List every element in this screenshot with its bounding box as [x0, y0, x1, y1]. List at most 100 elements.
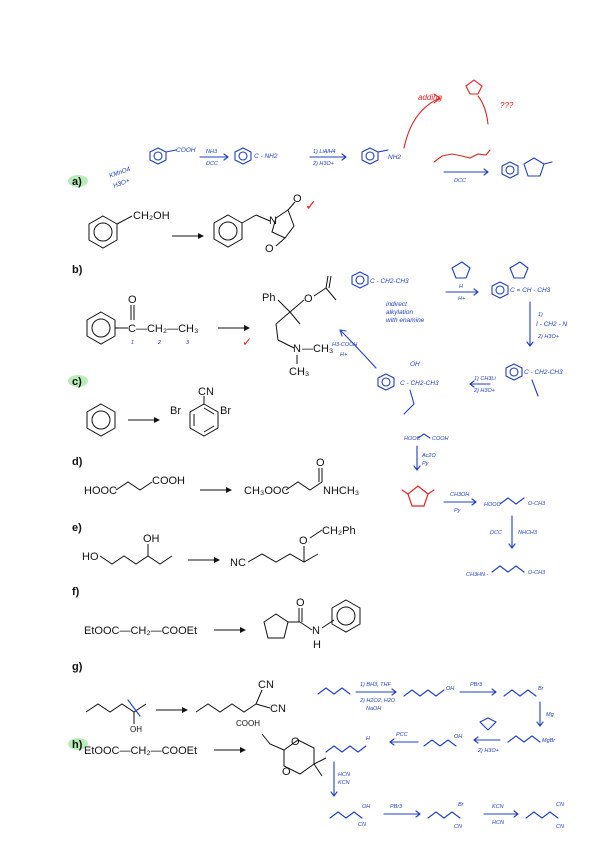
svg-text:N: N — [293, 343, 301, 355]
svg-text:CH3OH: CH3OH — [450, 492, 469, 498]
svg-text:1) BH3, THF: 1) BH3, THF — [360, 682, 392, 688]
svg-text:2) H3O+: 2) H3O+ — [477, 748, 500, 754]
svg-text:OH: OH — [454, 734, 462, 740]
svg-text:NC: NC — [230, 557, 246, 569]
svg-text:H: H — [459, 284, 463, 290]
svg-text:N: N — [312, 625, 320, 637]
svg-text:COOH: COOH — [176, 147, 196, 154]
svg-text:H+: H+ — [340, 352, 348, 358]
svg-text:O: O — [291, 736, 300, 748]
h-product-dioxane: O O — [261, 733, 327, 778]
svg-text:C - CH2-CH3: C - CH2-CH3 — [524, 369, 563, 376]
svg-text:NH3: NH3 — [206, 149, 218, 155]
label-g: g) — [72, 661, 83, 673]
a-o2-text: O — [265, 243, 274, 255]
svg-text:H+: H+ — [458, 296, 466, 302]
g-product-dinitrile: CN CN COOH — [195, 679, 286, 728]
c-product: CN Br Br — [170, 386, 231, 437]
d-product: CH₃OOC O NHCH₃ — [244, 457, 359, 497]
svg-text:KCN: KCN — [492, 804, 504, 810]
svg-text:NH2: NH2 — [388, 154, 401, 161]
svg-text:HCN: HCN — [492, 820, 504, 826]
svg-text:C—CH₂—CH₃: C—CH₂—CH₃ — [128, 323, 198, 335]
svg-text:2) H3O+: 2) H3O+ — [537, 334, 560, 340]
svg-text:HOOC: HOOC — [84, 485, 117, 497]
f-product-anilide: O N H — [263, 597, 361, 651]
svg-text:3: 3 — [186, 340, 190, 346]
b-product-ester: Ph O N —CH₃ CH₃ — [262, 275, 337, 378]
e-diol: HO OH — [82, 533, 173, 565]
svg-text:OH: OH — [446, 686, 454, 692]
svg-text:O-CH3: O-CH3 — [528, 570, 546, 576]
svg-text:NaOH: NaOH — [366, 706, 381, 712]
svg-text:PCC: PCC — [396, 732, 408, 738]
svg-text:O: O — [128, 294, 137, 306]
svg-text:adding: adding — [418, 93, 443, 102]
svg-text:C - NH2: C - NH2 — [254, 153, 278, 160]
svg-text:O: O — [316, 457, 325, 469]
svg-text:O-CH3: O-CH3 — [528, 501, 546, 507]
svg-text:2) H2O2, H2O: 2) H2O2, H2O — [359, 698, 396, 704]
e-product: NC O CH₂Ph — [230, 525, 356, 569]
svg-text:NHCH₃: NHCH₃ — [323, 485, 359, 497]
svg-text:2) H3O+: 2) H3O+ — [312, 161, 335, 167]
svg-text:HO: HO — [82, 551, 99, 563]
svg-text:OH: OH — [362, 804, 370, 810]
svg-text:alkylation: alkylation — [386, 309, 413, 316]
label-h: h) — [72, 739, 83, 751]
svg-text:DCC: DCC — [490, 530, 502, 536]
reaction-arrow-g — [156, 707, 188, 713]
b-butyrophenone: O C—CH₂—CH₃ 1 2 3 — [86, 294, 198, 346]
reaction-arrow-e — [188, 557, 220, 563]
svg-text:PBr3: PBr3 — [390, 804, 403, 810]
svg-text:NHCH3: NHCH3 — [518, 530, 538, 536]
svg-text:CN: CN — [556, 802, 564, 808]
c-benzene — [86, 403, 116, 437]
svg-text:1): 1) — [538, 312, 543, 318]
svg-text:with enamine: with enamine — [386, 317, 425, 324]
label-e: e) — [72, 522, 82, 534]
reaction-arrow-b — [218, 325, 250, 331]
svg-text:CH3HN -: CH3HN - — [466, 572, 488, 578]
svg-text:???: ??? — [500, 101, 514, 110]
svg-text:MgBr: MgBr — [542, 738, 556, 744]
label-highlight-c — [68, 375, 88, 387]
svg-text:CH₂Ph: CH₂Ph — [322, 525, 356, 537]
svg-text:HOOC: HOOC — [484, 502, 501, 508]
d-succinic-acid: HOOC COOH — [84, 475, 185, 497]
reaction-arrow-h — [214, 747, 246, 753]
svg-text:2: 2 — [157, 340, 161, 346]
svg-text:COOH: COOH — [152, 475, 185, 487]
svg-text:DCC: DCC — [454, 178, 466, 184]
a-handwritten-synthesis: KMnO4 H3O+ COOH NH3 DCC C - NH2 1) LiAlH… — [108, 79, 553, 190]
svg-text:CH₃: CH₃ — [289, 366, 309, 378]
svg-text:HOOC: HOOC — [404, 436, 421, 442]
svg-text:H: H — [313, 639, 321, 651]
label-d: d) — [72, 456, 83, 468]
svg-text:1) LiAlH4: 1) LiAlH4 — [313, 149, 336, 155]
a-ch2oh-text: CH₂OH — [133, 210, 170, 222]
label-f: f) — [72, 586, 80, 598]
svg-text:C = CH - CH3: C = CH - CH3 — [510, 287, 551, 294]
svg-text:PBr3: PBr3 — [470, 682, 483, 688]
g-start-alcohol: OH — [85, 699, 147, 734]
svg-text:KCN: KCN — [338, 780, 350, 786]
svg-text:CN: CN — [270, 703, 286, 715]
a-benzyl-alcohol: CH₂OH — [88, 210, 170, 249]
svg-text:Br: Br — [538, 686, 545, 692]
reaction-arrow-f — [214, 627, 246, 633]
label-b: b) — [72, 264, 83, 276]
svg-text:DCC: DCC — [206, 161, 218, 167]
svg-text:I - CH2 - N: I - CH2 - N — [536, 321, 567, 328]
a-product-succinimide: N O O — [213, 193, 302, 255]
label-a: a) — [72, 176, 82, 188]
svg-text:Br: Br — [458, 802, 465, 808]
svg-text:Py: Py — [454, 508, 462, 514]
svg-text:OH: OH — [130, 725, 142, 734]
svg-text:C - CH2-CH3: C - CH2-CH3 — [400, 380, 439, 387]
svg-text:Py: Py — [422, 461, 430, 467]
a-check-mark: ✓ — [305, 197, 317, 213]
svg-text:—CH₃: —CH₃ — [302, 343, 333, 355]
h-malonate: EtOOC—CH₂—COOEt — [84, 745, 197, 757]
